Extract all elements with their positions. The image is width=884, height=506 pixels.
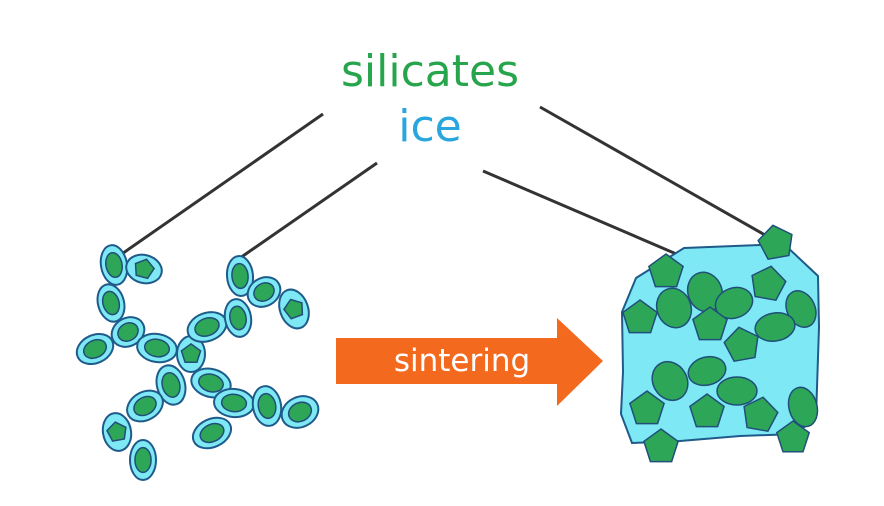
silicate-core xyxy=(133,395,157,417)
ice-coated-grain xyxy=(110,316,146,348)
ice-coated-grain xyxy=(225,255,255,297)
embedded-silicate-grain xyxy=(651,360,689,402)
embedded-silicate-grain xyxy=(757,224,793,261)
embedded-silicate-grain xyxy=(723,326,759,363)
silicate-core xyxy=(161,372,181,398)
leader-line-right-inner xyxy=(482,169,703,267)
ice-coated-grain xyxy=(75,332,115,366)
ice-coated-grain xyxy=(280,395,320,429)
embedded-silicate-grain xyxy=(622,299,658,334)
ice-coated-grain xyxy=(213,387,255,419)
embedded-silicate-grain xyxy=(714,286,754,320)
ice-coated-grain xyxy=(99,244,129,286)
silicate-core xyxy=(257,392,277,420)
silicate-core xyxy=(229,305,247,331)
embedded-silicate-grains xyxy=(622,224,819,463)
leader-line-left-outer xyxy=(115,112,324,260)
embedded-silicate-grain xyxy=(648,253,684,288)
silicate-core xyxy=(282,298,304,320)
ice-coated-grain xyxy=(155,364,187,406)
silicate-core xyxy=(106,421,127,442)
embedded-silicate-grain xyxy=(775,420,811,453)
embedded-silicate-grain xyxy=(655,287,693,329)
silicate-core xyxy=(198,373,224,393)
silicate-core xyxy=(134,446,152,474)
silicate-core xyxy=(194,317,220,337)
leader-line-right-outer xyxy=(539,105,773,241)
ice-coated-grain xyxy=(278,288,310,330)
ice-coated-grain xyxy=(101,412,133,452)
ice-coated-grain xyxy=(129,439,157,481)
embedded-silicate-grain xyxy=(751,265,787,302)
silicate-core xyxy=(105,251,123,279)
silicate-core xyxy=(143,338,171,358)
silicate-core xyxy=(101,290,121,316)
embedded-silicate-grain xyxy=(689,393,725,428)
silicate-core xyxy=(134,258,156,280)
silicates-label: silicates xyxy=(341,46,519,97)
ice-coated-grain xyxy=(176,335,206,373)
sintering-arrow: sintering xyxy=(336,318,603,406)
embedded-silicate-grain xyxy=(629,390,665,425)
silicate-core xyxy=(180,342,202,363)
embedded-silicate-grain xyxy=(787,386,819,428)
arrow-shape xyxy=(336,318,603,406)
silicate-core xyxy=(82,338,108,360)
embedded-silicate-grain xyxy=(716,376,758,406)
ice-coated-grains-cluster xyxy=(75,244,320,481)
embedded-silicate-grain xyxy=(754,312,796,342)
embedded-silicate-grain xyxy=(692,306,728,341)
silicate-core xyxy=(220,393,248,413)
ice-coated-grain xyxy=(126,389,164,423)
silicate-core xyxy=(287,401,313,423)
ice-coated-grain xyxy=(136,332,178,364)
ice-coated-grain xyxy=(125,253,163,285)
ice-coated-grain xyxy=(190,367,232,399)
leader-line-left-inner xyxy=(239,161,378,260)
ice-label: ice xyxy=(398,101,462,152)
embedded-silicate-grain xyxy=(643,428,679,463)
ice-coated-grain xyxy=(191,416,233,450)
ice-coated-grain xyxy=(251,385,283,427)
leader-lines xyxy=(115,105,773,267)
embedded-silicate-grain xyxy=(687,355,727,387)
silicate-core xyxy=(199,422,225,444)
silicate-core xyxy=(231,262,249,290)
silicate-core xyxy=(253,282,275,302)
ice-coated-grain xyxy=(246,276,282,308)
silicate-core xyxy=(117,322,139,342)
sintering-label: sintering xyxy=(394,343,530,379)
embedded-silicate-grain xyxy=(743,396,779,433)
ice-coated-grain xyxy=(96,283,126,323)
ice-coated-grain xyxy=(223,298,253,338)
